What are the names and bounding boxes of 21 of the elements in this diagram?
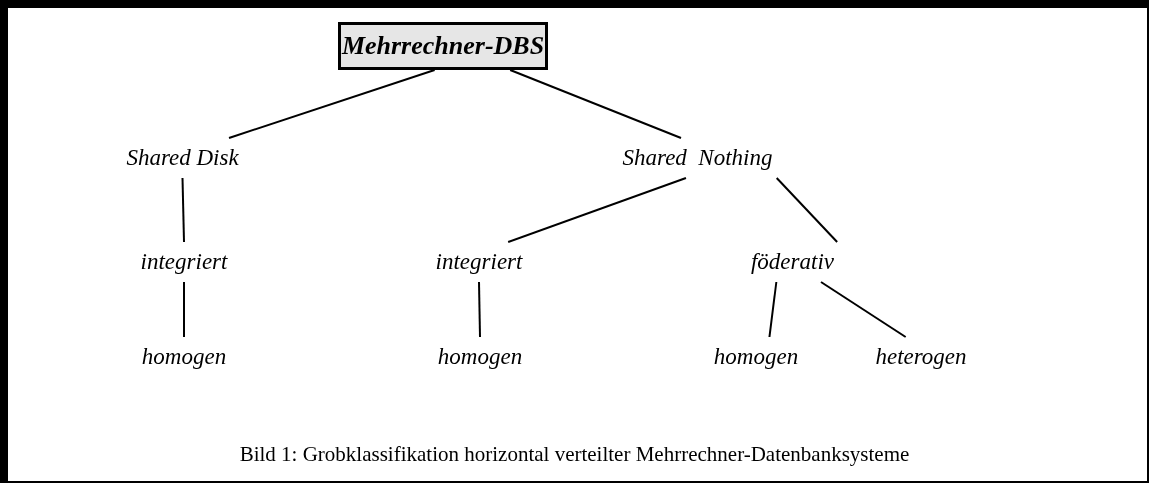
root-box — [338, 22, 548, 70]
category-label: Shared Nothing — [622, 145, 773, 171]
connector-line — [775, 177, 839, 243]
category-label: homogen — [713, 344, 799, 370]
category-label: heterogen — [875, 344, 967, 370]
connector-line — [509, 69, 682, 139]
figure-caption: Bild 1: Grobklassifikation horizontal verteilter Mehrrechner-Datenbanksysteme — [239, 442, 910, 466]
category-label: integriert — [140, 249, 228, 275]
connector-line — [181, 177, 185, 243]
connector-line — [478, 281, 481, 338]
connector-line — [228, 69, 436, 139]
root-title: Mehrrechner-DBS — [341, 31, 545, 61]
connector-line — [820, 281, 907, 338]
category-label: föderativ — [750, 249, 834, 275]
connector-line — [768, 281, 778, 338]
category-label: integriert — [435, 249, 523, 275]
category-label: Shared Disk — [126, 145, 239, 171]
category-label: homogen — [437, 344, 523, 370]
category-label: homogen — [141, 344, 227, 370]
connector-line — [507, 177, 687, 243]
connector-line — [183, 281, 185, 338]
